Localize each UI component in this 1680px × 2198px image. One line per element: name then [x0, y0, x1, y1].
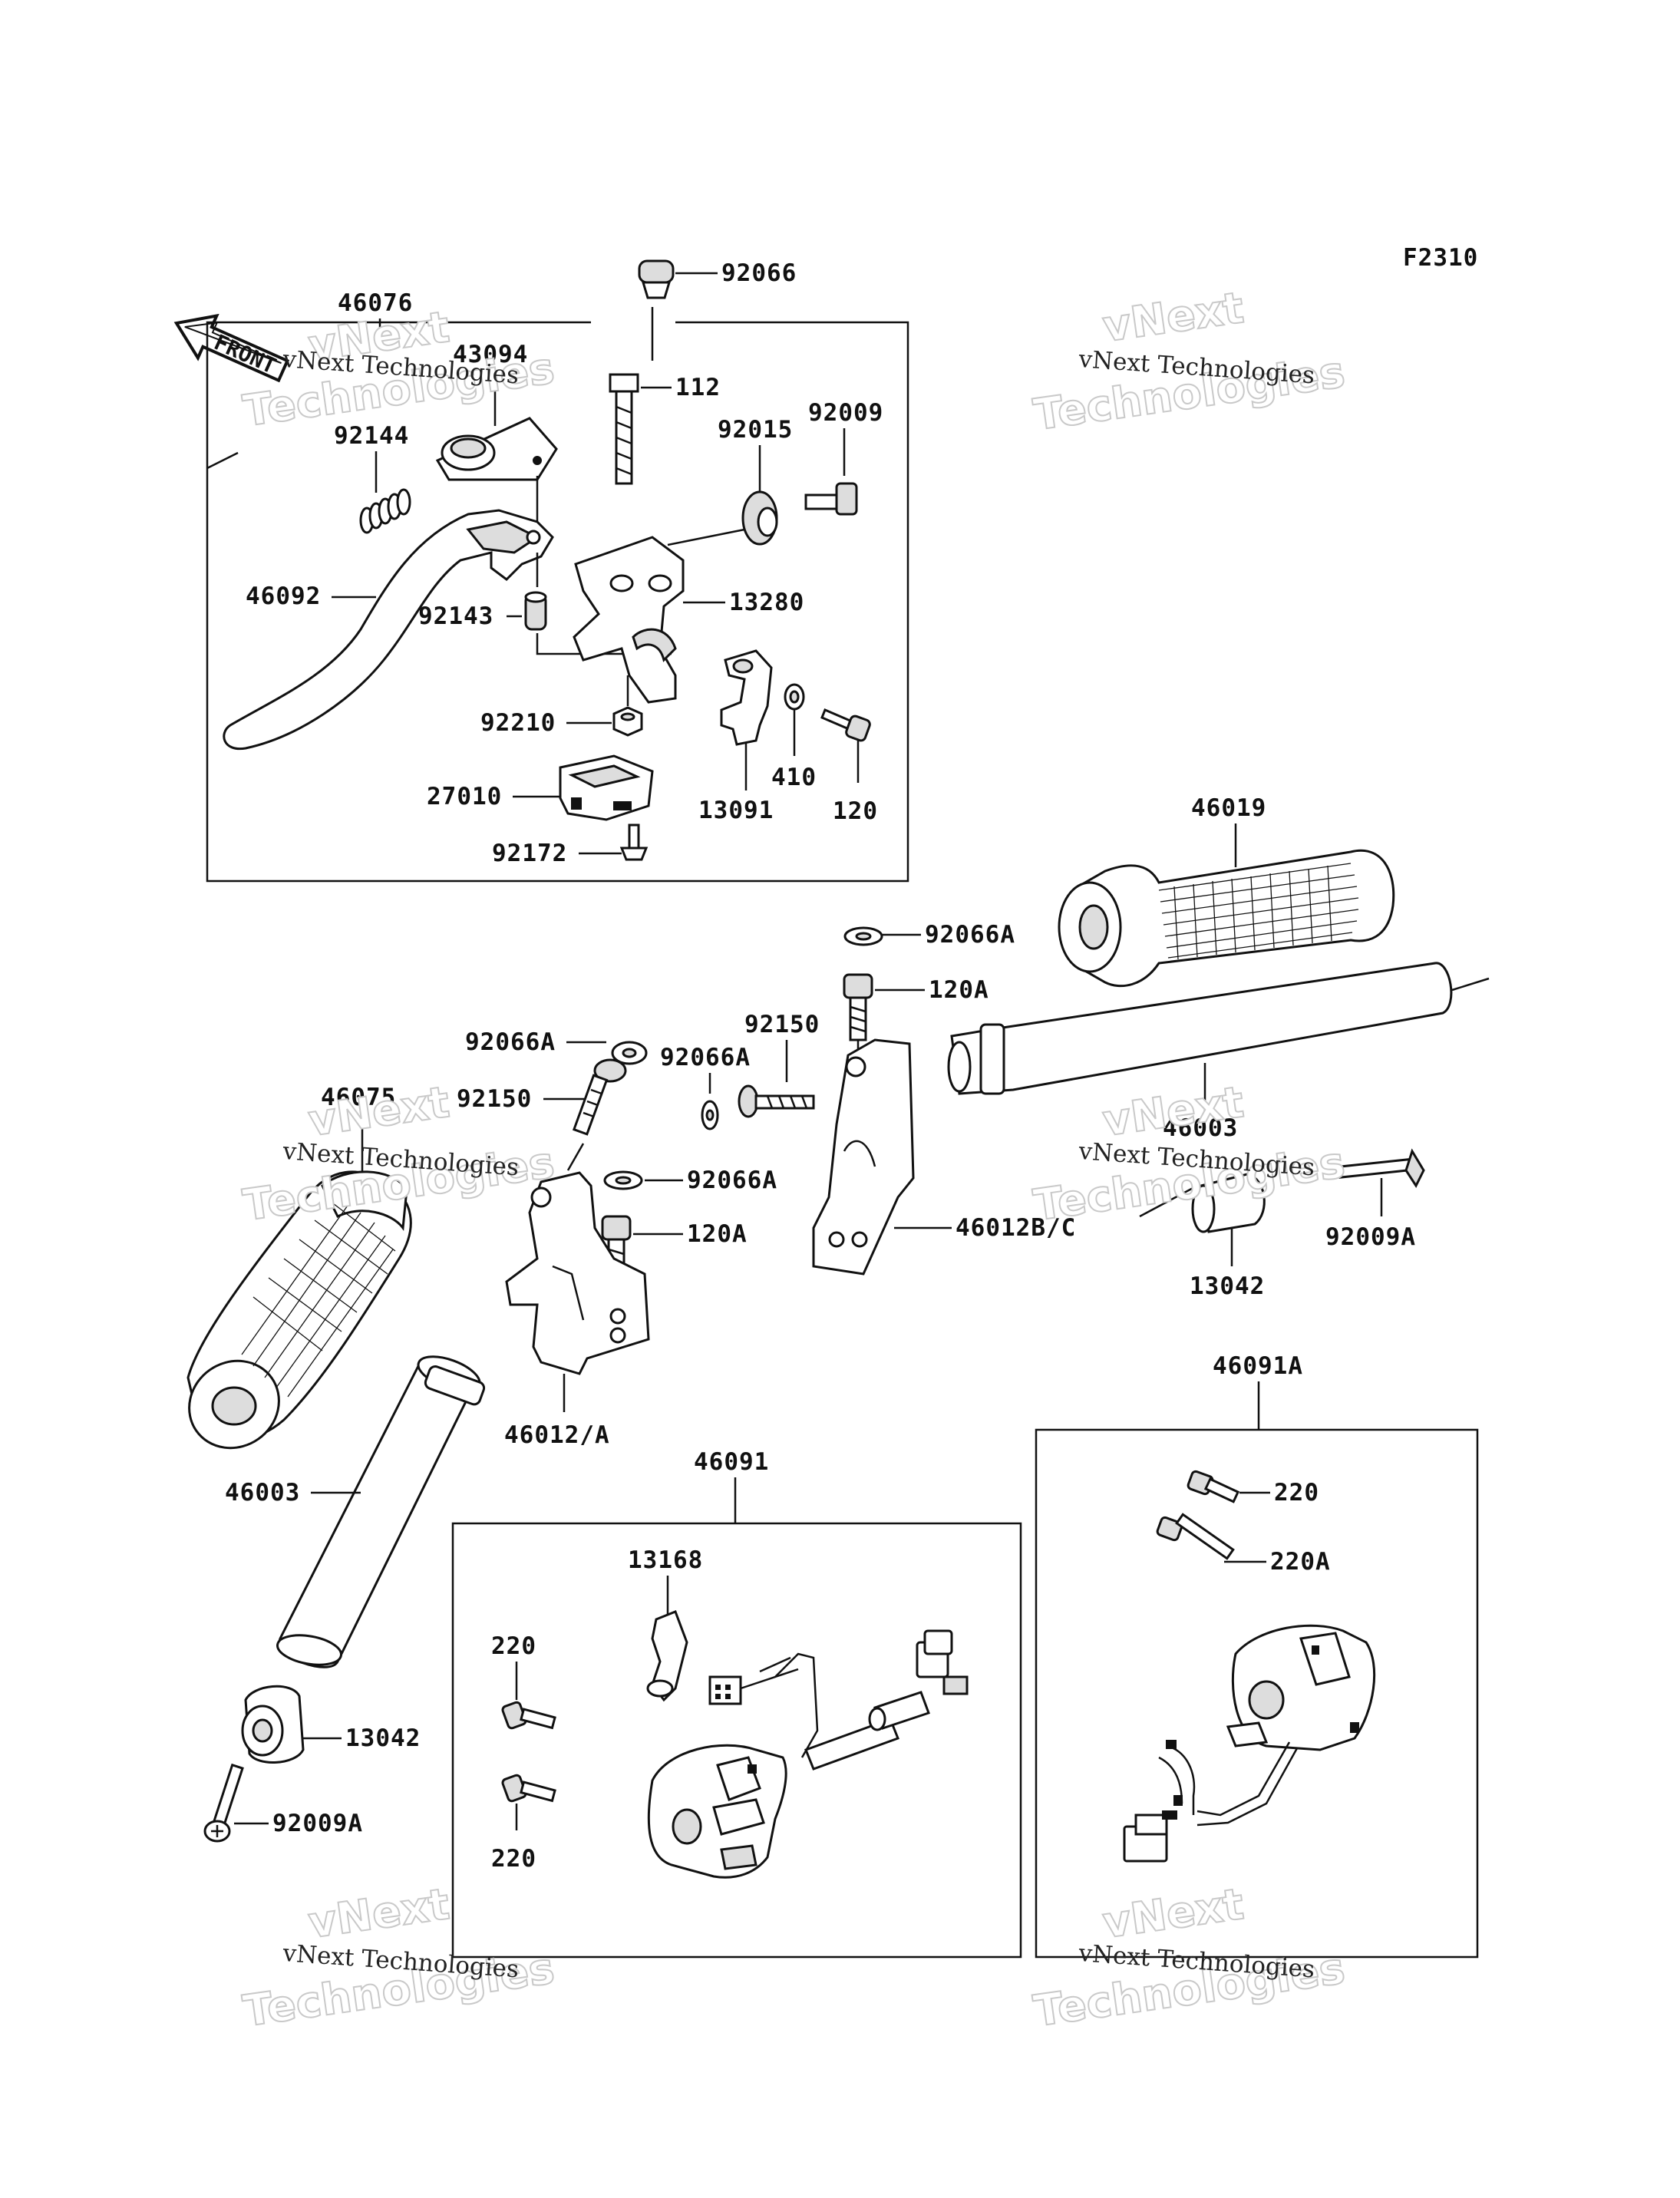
label-92066: 92066	[721, 259, 797, 287]
part-92150-bolt-1	[738, 1084, 815, 1118]
part-92210-nut	[612, 706, 643, 737]
part-112-bolt	[609, 373, 672, 485]
label-120: 120	[833, 797, 878, 825]
part-92015-nut	[741, 490, 778, 546]
part-92066A-washer-1	[843, 926, 883, 946]
label-410: 410	[771, 764, 817, 791]
label-120A-1: 120A	[929, 976, 989, 1004]
label-92150-1: 92150	[744, 1011, 820, 1038]
label-92150-2: 92150	[457, 1085, 532, 1113]
part-220-screw-3	[1187, 1470, 1240, 1503]
label-92066A-1: 92066A	[925, 921, 1015, 949]
label-46012A: 46012/A	[504, 1421, 610, 1449]
part-46091A-right-switch	[1123, 1624, 1376, 1863]
part-46003-throttle-tube-1	[947, 962, 1490, 1095]
label-220A: 220A	[1270, 1548, 1331, 1576]
part-46075-grip	[186, 1170, 412, 1450]
label-220-1: 220	[491, 1632, 536, 1660]
figure-code: F2310	[1403, 244, 1478, 272]
part-46003-throttle-tube-2	[276, 1355, 486, 1668]
watermark-6: vNext Technologies vNext Technologies	[1030, 1879, 1348, 2038]
part-92009-screw	[804, 482, 858, 516]
part-220-screw-2	[501, 1774, 556, 1803]
label-46003-2: 46003	[225, 1479, 300, 1507]
part-13042-weight-1	[1139, 1173, 1266, 1233]
label-92143: 92143	[418, 602, 493, 630]
part-92066-cap	[638, 259, 718, 361]
right-switch-group-box	[1035, 1428, 1479, 1959]
label-92210: 92210	[480, 709, 556, 737]
part-92066A-washer-4	[603, 1170, 643, 1190]
part-46019-grip	[1058, 849, 1395, 988]
clutch-lever-group-box	[206, 321, 909, 883]
label-92066A-3: 92066A	[465, 1028, 556, 1056]
label-13280: 13280	[729, 589, 804, 616]
label-46076: 46076	[338, 289, 413, 317]
svg-text:vNext: vNext	[305, 1880, 453, 1949]
part-46091-left-switch	[647, 1629, 969, 1879]
label-92015: 92015	[718, 416, 793, 444]
label-92066A-4: 92066A	[687, 1167, 777, 1194]
label-92009: 92009	[808, 399, 883, 427]
label-43094: 43094	[453, 341, 528, 368]
watermark-2: vNext Technologies vNext Technologies	[1030, 282, 1348, 441]
part-13042-weight-2	[241, 1685, 305, 1764]
part-220A-screw	[1156, 1513, 1235, 1560]
part-92066A-washer-3	[611, 1041, 648, 1065]
label-46012BC: 46012B/C	[956, 1214, 1076, 1242]
part-13280-holder	[573, 536, 685, 704]
label-46092: 46092	[246, 583, 321, 610]
part-120A-bolt-1	[843, 973, 873, 1041]
part-92066A-washer-2	[701, 1100, 719, 1130]
watermark-5: vNext Technologies vNext Technologies	[239, 1879, 558, 2038]
label-46091: 46091	[694, 1448, 769, 1476]
part-46012BC-holder	[812, 1038, 915, 1276]
label-13042-1: 13042	[1190, 1272, 1265, 1300]
label-46019: 46019	[1191, 794, 1266, 822]
label-13168: 13168	[628, 1546, 703, 1574]
svg-text:vNext: vNext	[1100, 283, 1247, 352]
left-switch-group-box	[451, 1522, 1022, 1959]
label-120A-2: 120A	[687, 1220, 748, 1248]
part-43094-adjuster	[435, 417, 558, 481]
label-92144: 92144	[334, 422, 409, 450]
label-92009A-2: 92009A	[272, 1810, 363, 1837]
part-92009A-screw-2	[203, 1763, 244, 1843]
label-46075: 46075	[321, 1084, 396, 1111]
part-120-bolt	[820, 708, 871, 742]
part-92143-collar	[524, 591, 547, 631]
watermark-4: vNext Technologies vNext Technologies	[1030, 1077, 1348, 1232]
part-410-washer	[784, 683, 805, 711]
label-13091: 13091	[698, 797, 774, 824]
part-92144-spring	[359, 488, 411, 534]
part-92150-bolt-2	[572, 1058, 627, 1136]
svg-text:vNext: vNext	[1100, 1880, 1247, 1949]
part-92009A-screw-1	[1337, 1148, 1425, 1189]
part-13091-clamp	[720, 649, 773, 746]
part-46012A-holder	[505, 1171, 650, 1375]
front-arrow-label: FRONT	[210, 329, 279, 378]
label-220-2: 220	[491, 1845, 536, 1873]
part-220-screw-1	[501, 1701, 556, 1730]
label-27010: 27010	[427, 783, 502, 810]
label-92009A-1: 92009A	[1325, 1223, 1416, 1251]
part-13168-bracket	[646, 1610, 688, 1702]
part-46092-lever	[223, 509, 554, 751]
label-112: 112	[675, 374, 721, 401]
part-92172-screw	[619, 823, 649, 861]
label-220-3: 220	[1274, 1479, 1319, 1507]
part-27010-switch	[559, 754, 654, 821]
label-46003-1: 46003	[1163, 1114, 1238, 1142]
label-13042-2: 13042	[345, 1724, 421, 1752]
label-46091A: 46091A	[1213, 1352, 1303, 1380]
front-arrow-icon: FRONT	[173, 313, 290, 383]
label-92066A-2: 92066A	[660, 1044, 751, 1071]
label-92172: 92172	[492, 840, 567, 867]
